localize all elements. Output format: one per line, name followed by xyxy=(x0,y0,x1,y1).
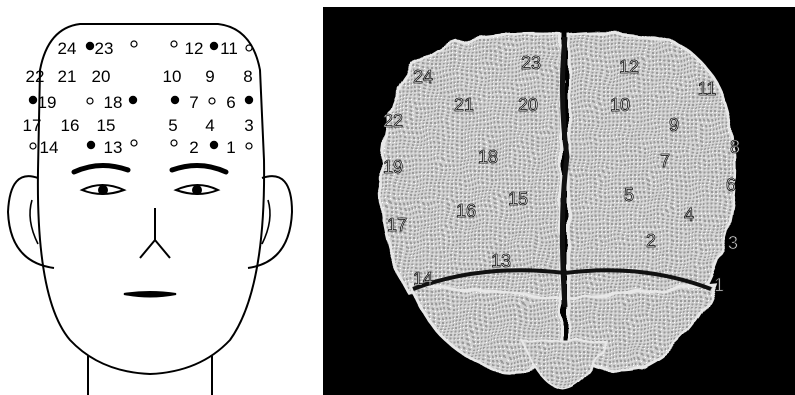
face-electrode-label-2: 2 xyxy=(189,138,198,157)
face-electrode-label-5: 5 xyxy=(168,116,177,135)
electrode-dot-open-m4b xyxy=(87,98,93,104)
brain-electrode-label-5: 5 xyxy=(624,185,634,205)
brain-electrode-label-21: 21 xyxy=(454,95,474,115)
brain-electrode-label-11: 11 xyxy=(698,79,717,99)
face-electrode-label-17: 17 xyxy=(23,116,42,135)
brain-electrode-label-2: 2 xyxy=(646,231,656,251)
right-pupil xyxy=(192,185,202,195)
brain-electrode-label-14: 14 xyxy=(413,269,433,289)
face-electrode-label-8: 8 xyxy=(243,67,252,86)
electrode-dot-filled-m8a xyxy=(87,141,94,148)
electrode-dot-open-m5b xyxy=(209,98,215,104)
brain-electrode-label-22: 22 xyxy=(383,111,403,131)
left-pupil xyxy=(98,185,108,195)
right-hemisphere xyxy=(569,33,734,307)
brain-electrode-label-8: 8 xyxy=(730,137,740,157)
brain-electrode-label-4: 4 xyxy=(684,205,694,225)
brain-electrode-label-12: 12 xyxy=(619,57,639,77)
face-electrode-label-18: 18 xyxy=(104,93,123,112)
electrode-dot-filled-m4a xyxy=(129,96,136,103)
brain-electrode-label-9: 9 xyxy=(669,115,679,135)
electrode-dot-open-m10a xyxy=(30,143,36,149)
electrode-dot-filled-m2a xyxy=(210,42,217,49)
brain-electrode-label-10: 10 xyxy=(610,95,630,115)
brain-electrode-label-18: 18 xyxy=(478,147,498,167)
electrode-dot-open-m2b xyxy=(171,41,177,47)
electrode-dot-open-m1b xyxy=(131,41,137,47)
face-electrode-label-6: 6 xyxy=(226,93,235,112)
face-electrode-label-16: 16 xyxy=(61,116,80,135)
brain-electrode-label-19: 19 xyxy=(383,157,403,177)
face-electrode-label-9: 9 xyxy=(205,67,214,86)
face-electrode-label-19: 19 xyxy=(38,93,57,112)
face-electrode-label-12: 12 xyxy=(185,39,204,58)
brain-electrode-label-23: 23 xyxy=(521,53,541,73)
electrode-dot-open-m3a xyxy=(246,45,252,51)
electrode-dot-open-m8b xyxy=(131,140,137,146)
electrode-dot-open-m9b xyxy=(171,140,177,146)
brain-electrode-label-6: 6 xyxy=(726,175,736,195)
mouth xyxy=(124,292,176,297)
face-electrode-label-15: 15 xyxy=(97,116,116,135)
electrode-dot-filled-m1a xyxy=(86,42,93,49)
face-electrode-label-24: 24 xyxy=(58,39,77,58)
face-electrode-label-11: 11 xyxy=(220,39,238,58)
brain-electrode-label-7: 7 xyxy=(660,151,670,171)
face-electrode-label-13: 13 xyxy=(104,138,123,157)
brain-electrode-label-1: 1 xyxy=(714,275,724,295)
left-ear-inner xyxy=(30,200,38,244)
face-electrode-label-1: 1 xyxy=(226,138,235,157)
electrode-dot-filled-m6a xyxy=(245,96,252,103)
face-electrode-label-22: 22 xyxy=(26,67,45,86)
brain-electrode-label-16: 16 xyxy=(456,201,476,221)
electrode-dot-open-m10b xyxy=(246,143,252,149)
brain-electrode-label-13: 13 xyxy=(491,251,511,271)
face-electrode-label-21: 21 xyxy=(58,67,77,86)
brain-electrode-label-15: 15 xyxy=(508,189,528,209)
brain-electrode-label-24: 24 xyxy=(413,67,433,87)
brain-electrode-label-3: 3 xyxy=(728,233,738,253)
brain-electrode-label-17: 17 xyxy=(387,215,407,235)
left-hemisphere xyxy=(382,34,561,307)
face-electrode-label-23: 23 xyxy=(95,39,114,58)
face-electrode-label-10: 10 xyxy=(163,67,182,86)
face-electrode-label-4: 4 xyxy=(205,116,214,135)
brain-electrode-label-20: 20 xyxy=(518,95,538,115)
face-electrode-label-14: 14 xyxy=(40,138,59,157)
face-electrode-label-7: 7 xyxy=(189,93,198,112)
face-electrode-label-3: 3 xyxy=(244,116,253,135)
electrode-dot-filled-m9a xyxy=(210,141,217,148)
electrode-dot-filled-m7a xyxy=(29,96,36,103)
electrode-dot-filled-m5a xyxy=(171,96,178,103)
face-electrode-label-20: 20 xyxy=(92,67,111,86)
